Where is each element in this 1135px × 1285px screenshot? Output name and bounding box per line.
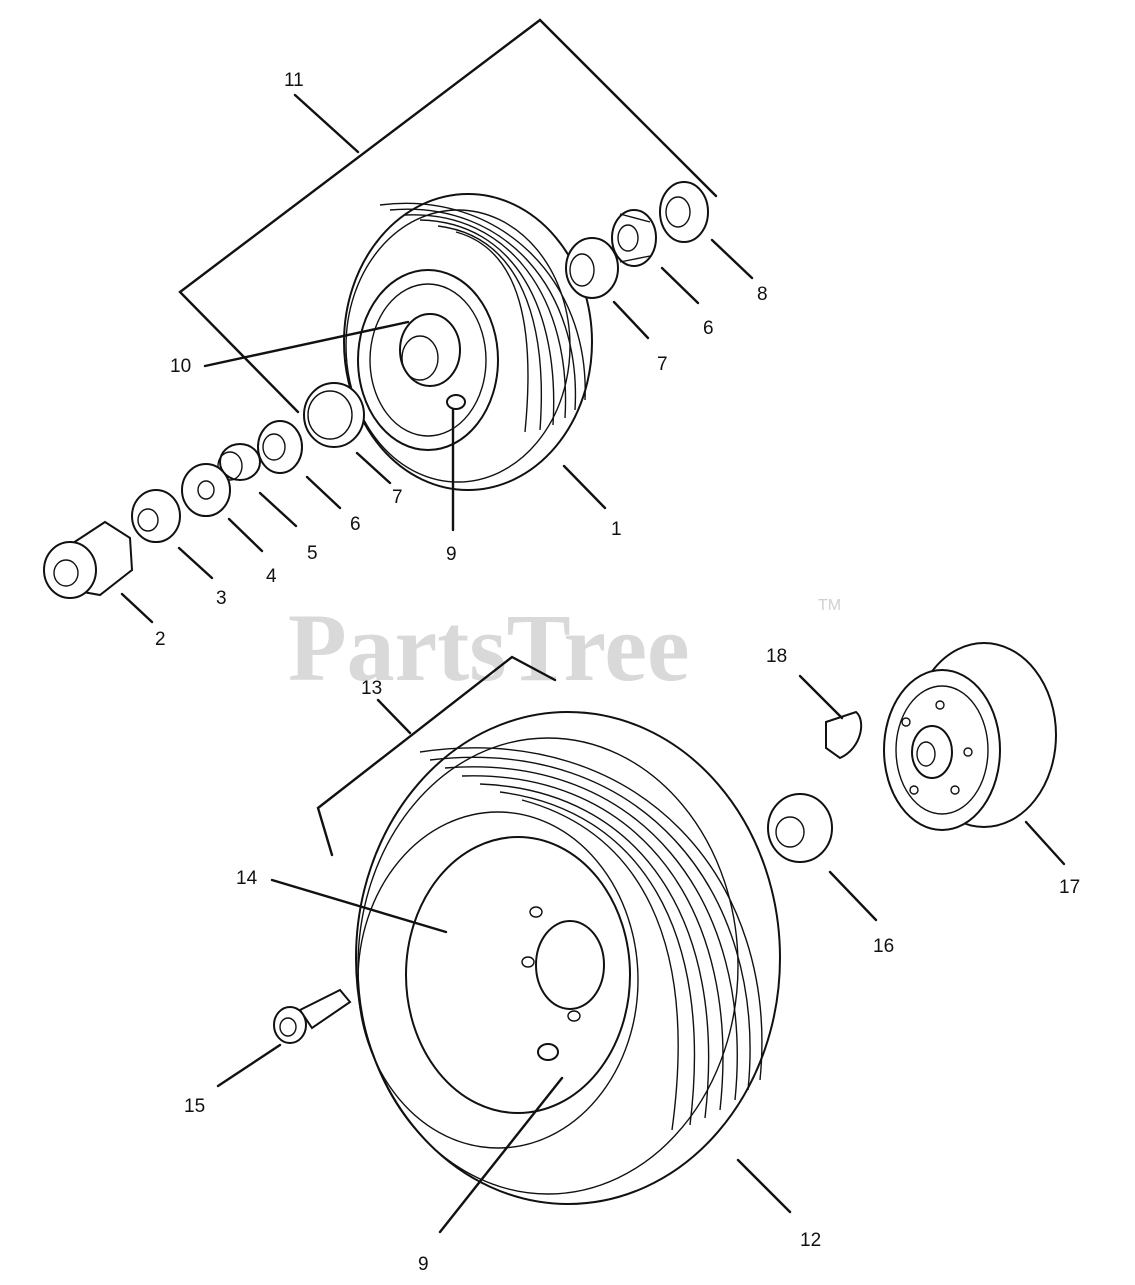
leader-9-lower [438, 1076, 564, 1234]
leader-6-right [660, 266, 700, 305]
leader-1 [562, 464, 607, 510]
bracket-11 [178, 18, 718, 414]
callout-9-lower: 9 [418, 1254, 429, 1275]
leader-7-left [355, 451, 392, 485]
callout-13: 13 [361, 678, 382, 699]
bearing-cone-6-left [257, 420, 303, 474]
key-18 [825, 710, 863, 760]
leader-10 [203, 320, 410, 368]
callout-6-right: 6 [703, 318, 714, 339]
callout-7-right: 7 [657, 354, 668, 375]
callout-17: 17 [1059, 877, 1080, 898]
bearing-cone-6-right [611, 209, 657, 267]
leader-18 [798, 674, 844, 720]
callout-11: 11 [284, 70, 304, 91]
hub-17 [883, 642, 1057, 831]
leader-5 [258, 491, 298, 528]
leader-14 [270, 878, 448, 934]
leader-7-right [612, 300, 650, 340]
callout-5: 5 [307, 543, 318, 564]
callout-3: 3 [216, 588, 227, 609]
watermark-trademark: TM [818, 597, 841, 614]
upper-wheel [343, 193, 593, 491]
callout-14: 14 [236, 868, 258, 889]
callout-4: 4 [266, 566, 277, 587]
bracket-13 [316, 655, 557, 857]
callout-16: 16 [873, 936, 894, 957]
callout-10: 10 [170, 356, 191, 377]
leader-17 [1024, 820, 1066, 866]
leader-15 [216, 1043, 282, 1088]
callout-2: 2 [155, 629, 166, 650]
nut-16 [767, 793, 833, 863]
watermark: PartsTree TM [288, 594, 841, 701]
leader-11 [293, 93, 360, 154]
axle-cap-2 [43, 520, 134, 599]
callout-labels: 11 8 6 7 10 7 6 1 9 5 4 3 2 18 13 17 14 … [155, 70, 1080, 1275]
bearing-cup-8 [659, 181, 709, 243]
watermark-text: PartsTree [288, 594, 690, 701]
lug-bolt-15 [273, 988, 352, 1044]
leader-12 [736, 1158, 792, 1214]
leader-16 [828, 870, 878, 922]
leader-13 [376, 698, 412, 735]
leader-3 [177, 546, 214, 580]
callout-1: 1 [611, 519, 622, 540]
callout-7-left: 7 [392, 487, 403, 508]
spacer-7-left [303, 382, 365, 448]
callout-6-left: 6 [350, 514, 361, 535]
callout-15: 15 [184, 1096, 205, 1117]
leader-8 [710, 238, 754, 280]
callout-9-upper: 9 [446, 544, 457, 565]
lower-wheel [355, 711, 781, 1205]
nut-3 [131, 489, 181, 543]
callout-8: 8 [757, 284, 768, 305]
sleeve-5 [217, 443, 261, 481]
washer-4 [181, 463, 231, 517]
leader-6-left [305, 475, 342, 510]
leader-4 [227, 517, 264, 553]
spacer-7-right [565, 237, 619, 299]
callout-18: 18 [766, 646, 787, 667]
callout-12: 12 [800, 1230, 821, 1251]
leader-2 [120, 592, 154, 624]
